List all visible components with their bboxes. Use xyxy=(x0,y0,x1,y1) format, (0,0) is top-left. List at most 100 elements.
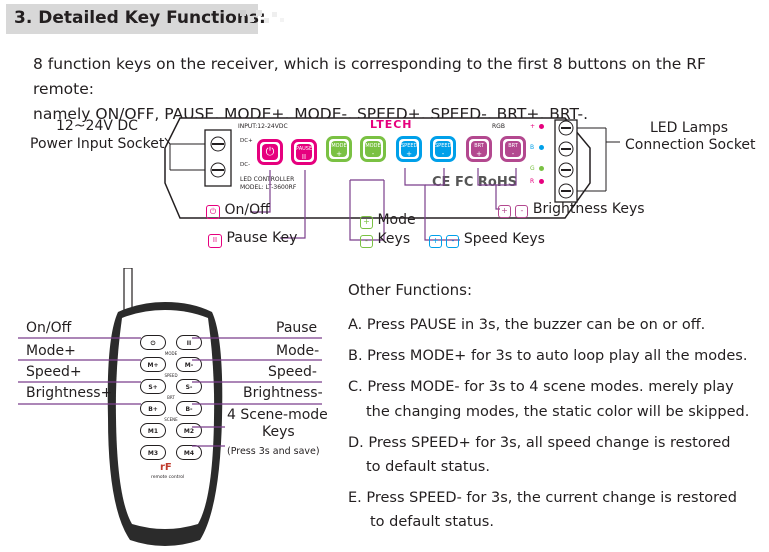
channel-dot xyxy=(539,179,544,184)
callout-speed: + - Speed Keys xyxy=(429,231,545,248)
remote-label-brightness-plus: Brightness+ xyxy=(26,385,113,401)
remote-label-speed-minus: Speed- xyxy=(268,364,317,380)
receiver-key-speed-minus[interactable]: SPEED- xyxy=(430,136,456,162)
remote-logo-caption: remote control xyxy=(151,475,185,480)
speed-minus-icon: - xyxy=(446,235,460,248)
receiver-key-label: SPEED xyxy=(401,143,417,149)
channel-label: + xyxy=(530,123,536,130)
led-label-2: Connection Socket xyxy=(625,137,756,153)
function-item-b: B. Press MODE+ for 3s to auto loop play … xyxy=(348,348,748,364)
receiver-key-sign: - xyxy=(371,150,375,157)
intro-paragraph: 8 function keys on the receiver, which i… xyxy=(33,52,763,127)
remote-button[interactable]: B- xyxy=(176,401,202,416)
receiver-key-speed-plus[interactable]: SPEED+ xyxy=(396,136,422,162)
receiver-key-label: PAUSE xyxy=(296,146,312,152)
section-title: Detailed Key Functions xyxy=(38,8,260,28)
brt-plus-icon: + xyxy=(498,205,511,218)
receiver-key-sign: - xyxy=(441,150,445,157)
section-heading: 3. Detailed Key Functions: xyxy=(14,8,266,28)
remote-button[interactable]: M3 xyxy=(140,445,166,460)
remote-callout-lines xyxy=(18,337,322,447)
section-colon: : xyxy=(259,8,266,28)
remote-label-speed-plus: Speed+ xyxy=(26,364,82,380)
callout-speed-label: Speed Keys xyxy=(463,231,545,247)
function-item-a: A. Press PAUSE in 3s, the buzzer can be … xyxy=(348,317,706,333)
remote-row-caption: SPEED xyxy=(164,373,178,378)
remote-button[interactable]: B+ xyxy=(140,401,166,416)
receiver-key-label: MODE xyxy=(331,143,347,149)
intro-line-1: 8 function keys on the receiver, which i… xyxy=(33,55,706,98)
dc-plus-label: DC+ xyxy=(240,138,253,144)
remote-button[interactable]: M- xyxy=(176,357,202,372)
receiver-key-on-off[interactable]: ⏻ xyxy=(257,139,283,165)
speed-plus-icon: + xyxy=(429,235,442,248)
receiver-key-face: MODE- xyxy=(365,141,381,157)
receiver-key-face: MODE+ xyxy=(331,141,347,157)
remote-label-scene-2: Keys xyxy=(262,424,295,440)
other-functions-title: Other Functions: xyxy=(348,281,473,299)
channel-dot xyxy=(539,166,544,171)
receiver-key-mode-minus[interactable]: MODE- xyxy=(360,136,386,162)
remote-button[interactable]: M1 xyxy=(140,423,166,438)
remote-logo: rF xyxy=(160,462,172,473)
receiver-key-brt-minus[interactable]: BRT- xyxy=(500,136,526,162)
receiver-key-label: BRT xyxy=(474,143,484,149)
callout-pause: II Pause Key xyxy=(208,230,297,248)
receiver-key-sign: - xyxy=(511,150,515,157)
section-number: 3. xyxy=(14,8,33,28)
function-item-c-cont: the changing modes, the static color wil… xyxy=(366,404,750,420)
receiver-key-sign: + xyxy=(406,150,412,157)
function-item-e: E. Press SPEED- for 3s, the current chan… xyxy=(348,490,737,506)
remote-row-caption: SCENE xyxy=(164,417,178,422)
remote-antenna xyxy=(123,268,133,313)
brt-minus-icon: - xyxy=(515,205,529,218)
receiver-key-mode-plus[interactable]: MODE+ xyxy=(326,136,352,162)
pause-icon: II xyxy=(208,234,222,248)
remote-row-caption: MODE xyxy=(164,351,178,356)
remote-label-mode-plus: Mode+ xyxy=(26,343,76,359)
callout-brightness: + - Brightness Keys xyxy=(498,201,645,218)
remote-label-brightness-minus: Brightness- xyxy=(243,385,323,401)
callout-brightness-label: Brightness Keys xyxy=(532,201,645,217)
rgb-text: RGB xyxy=(492,123,505,130)
brand-logo: LTECH xyxy=(370,118,413,131)
remote-button[interactable]: II xyxy=(176,335,202,350)
function-item-c: C. Press MODE- for 3s to 4 scene modes. … xyxy=(348,379,734,395)
callout-lines xyxy=(250,168,517,241)
led-terminal xyxy=(554,119,578,203)
dc-minus-label: DC- xyxy=(240,162,251,168)
product-line-2: MODEL: LT-3600RF xyxy=(240,184,297,191)
remote-button[interactable]: M4 xyxy=(176,445,202,460)
remote-label-scene-note: (Press 3s and save) xyxy=(227,446,320,457)
receiver-key-sign: + xyxy=(476,150,482,157)
remote-button[interactable]: M+ xyxy=(140,357,166,372)
receiver-key-sign: II xyxy=(301,153,307,160)
section-heading-bar xyxy=(6,4,258,34)
receiver-key-face: ⏻ xyxy=(262,144,278,160)
power-label-2: Power Input Socket xyxy=(30,136,165,152)
input-spec: INPUT:12-24VDC xyxy=(238,123,288,130)
callout-mode-label-2: Keys xyxy=(377,231,411,247)
remote-label-mode-minus: Mode- xyxy=(276,343,320,359)
receiver-key-face: BRT+ xyxy=(471,141,487,157)
receiver-key-face: BRT- xyxy=(505,141,521,157)
callout-mode-label-1: Mode xyxy=(377,212,416,228)
callout-on-off: ⏻ On/Off xyxy=(206,202,270,219)
remote-label-pause: Pause xyxy=(276,320,318,336)
product-line-1: LED CONTROLLER xyxy=(240,176,295,183)
function-item-d: D. Press SPEED+ for 3s, all speed change… xyxy=(348,435,731,451)
receiver-key-face: SPEED- xyxy=(435,141,451,157)
decorative-dots xyxy=(240,10,284,23)
channel-label: R xyxy=(530,178,535,185)
power-icon: ⏻ xyxy=(206,205,220,219)
remote-button[interactable]: ⏻ xyxy=(140,335,166,350)
receiver-key-label: BRT xyxy=(508,143,518,149)
remote-button[interactable]: S- xyxy=(176,379,202,394)
remote-button[interactable]: S+ xyxy=(140,379,166,394)
receiver-key-brt-plus[interactable]: BRT+ xyxy=(466,136,492,162)
receiver-key-label: SPEED xyxy=(435,143,451,149)
channel-dot xyxy=(539,124,544,129)
function-item-d-cont: to default status. xyxy=(366,459,490,475)
